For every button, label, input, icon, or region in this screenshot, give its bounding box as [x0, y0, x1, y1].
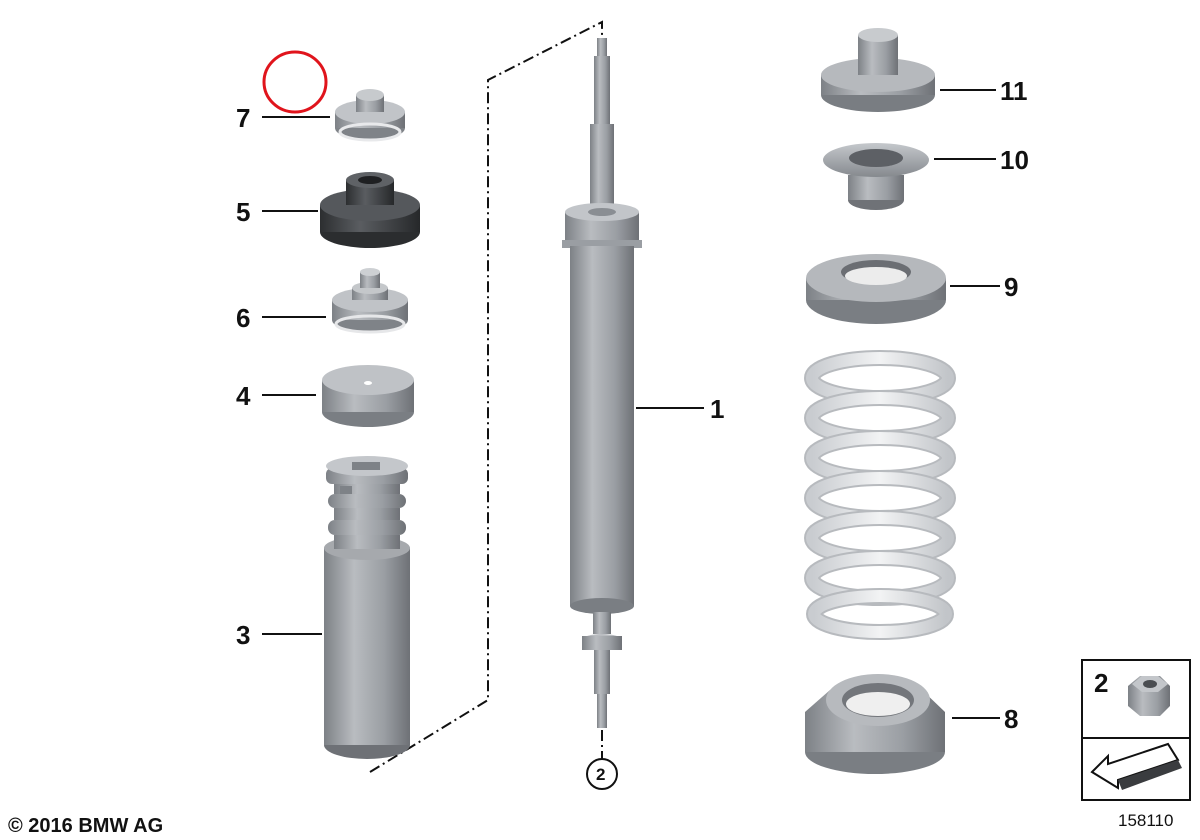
highlight-circle: [262, 50, 328, 114]
callout-4: 4: [236, 381, 251, 411]
part-9-spring-seat-ring[interactable]: [806, 254, 946, 324]
callout-3: 3: [236, 620, 250, 650]
part-11-spring-seat-top[interactable]: [821, 28, 935, 112]
assembly-dash-line: [369, 20, 603, 773]
inset-label-2: 2: [1094, 668, 1108, 698]
part-7-top-mount[interactable]: [335, 89, 405, 142]
part-5-rubber-mount[interactable]: [320, 172, 420, 248]
callout-6: 6: [236, 303, 250, 333]
part-10-spring-pad[interactable]: [823, 143, 929, 210]
part-2-hex-nut[interactable]: [1128, 676, 1170, 716]
circled-ref-2-label: 2: [596, 765, 605, 784]
callout-1: 1: [710, 394, 724, 424]
arrow-icon: [1090, 742, 1182, 790]
callout-10: 10: [1000, 145, 1029, 175]
diagram-number: 158110: [1118, 811, 1173, 830]
part-6-bearing-cap[interactable]: [332, 268, 408, 334]
callout-5: 5: [236, 197, 250, 227]
callout-9: 9: [1004, 272, 1018, 302]
part-4-dust-cap[interactable]: [322, 365, 414, 427]
coil-spring[interactable]: [804, 350, 956, 640]
callout-11: 11: [1000, 76, 1028, 106]
copyright-text: © 2016 BMW AG: [8, 815, 163, 837]
part-3-protection-tube[interactable]: [324, 456, 410, 759]
part-8-lower-spring-seat[interactable]: [805, 674, 945, 774]
circled-ref-2: [586, 758, 618, 790]
part-1-shock-absorber[interactable]: [562, 38, 642, 728]
callout-7: 7: [236, 103, 250, 133]
callout-8: 8: [1004, 704, 1018, 734]
